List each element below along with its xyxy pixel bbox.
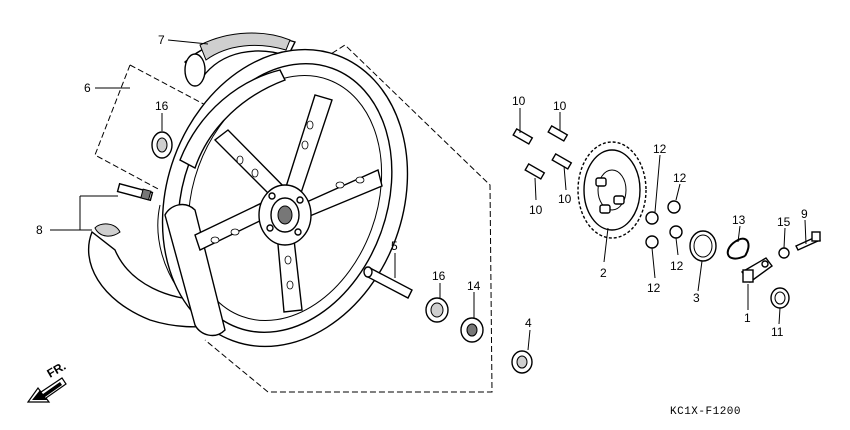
washer (689, 230, 717, 262)
callout-5: 5 (391, 239, 398, 253)
adjuster-nut (778, 247, 790, 259)
rim-group-outline (94, 64, 161, 191)
callout-8: 8 (36, 223, 43, 237)
bearing-center (425, 297, 449, 323)
axle-sleeve (363, 266, 413, 299)
callout-10-c: 10 (529, 203, 543, 217)
leader-lines (50, 39, 807, 351)
callout-6: 6 (84, 81, 91, 95)
wheel (161, 48, 409, 348)
callout-15: 15 (777, 215, 791, 229)
callout-7: 7 (158, 33, 165, 47)
chain-adjuster (740, 257, 773, 283)
callout-16-left: 16 (155, 99, 169, 113)
front-direction-label: FR. (45, 359, 69, 381)
oil-seal (460, 317, 484, 343)
collar (511, 350, 533, 374)
sprocket-studs (512, 124, 573, 180)
bearing-left (151, 131, 173, 159)
callout-10-b: 10 (553, 99, 567, 113)
adjuster-bolt (795, 231, 821, 251)
driven-sprocket (577, 141, 647, 239)
inner-tube (183, 32, 296, 87)
callout-16-center: 16 (432, 269, 446, 283)
callout-13: 13 (732, 213, 746, 227)
callout-10-a: 10 (512, 94, 526, 108)
axle-cap-nut (770, 287, 790, 309)
callout-4: 4 (525, 316, 532, 330)
callout-14: 14 (467, 279, 481, 293)
callout-12-a: 12 (653, 142, 667, 156)
callout-9: 9 (801, 207, 808, 221)
callout-3: 3 (693, 291, 700, 305)
callout-12-d: 12 (670, 259, 684, 273)
tire (87, 204, 216, 328)
callout-12-c: 12 (647, 281, 661, 295)
callout-11: 11 (771, 325, 784, 339)
front-direction-arrow (26, 377, 67, 403)
diagram-code: KC1X-F1200 (670, 406, 741, 418)
callout-2: 2 (600, 266, 607, 280)
valve-stem (116, 182, 154, 202)
callout-12-b: 12 (673, 171, 687, 185)
callout-10-d: 10 (558, 192, 572, 206)
callout-1: 1 (744, 311, 751, 325)
